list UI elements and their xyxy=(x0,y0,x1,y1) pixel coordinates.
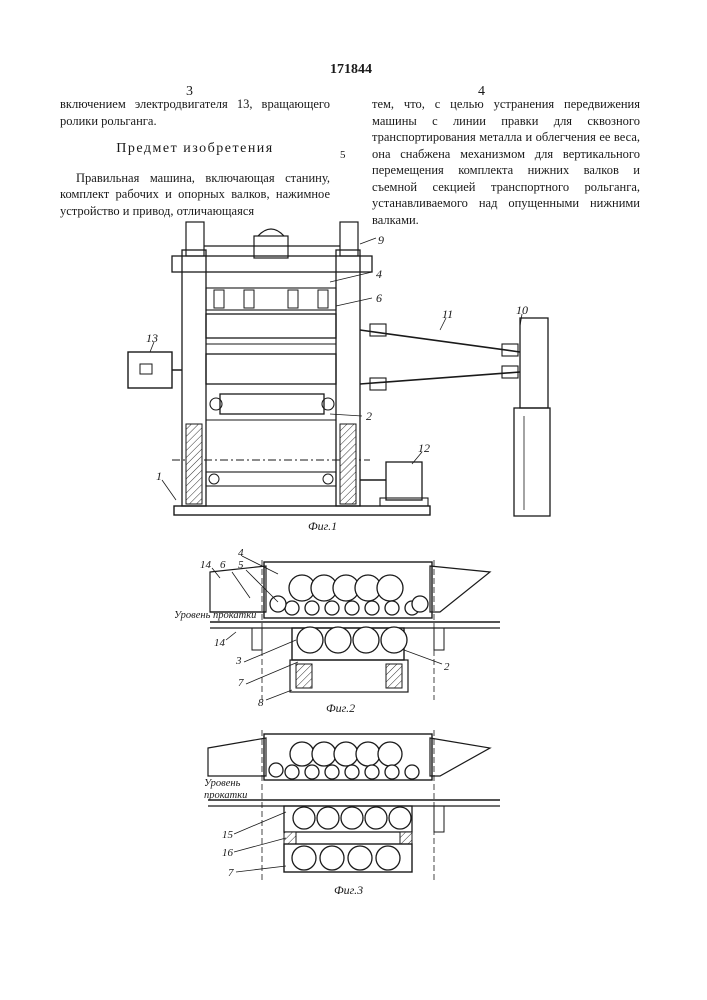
middle-roll xyxy=(206,354,336,384)
fig1-label-11: 11 xyxy=(442,307,453,321)
gear-stand-10 xyxy=(520,318,548,408)
figure-3-caption: Фиг.3 xyxy=(334,883,363,897)
figure-3-labels: Уровень прокатки 15 16 7 xyxy=(204,778,247,879)
left-screw-housing xyxy=(186,222,204,256)
fig1-label-9: 9 xyxy=(378,233,384,247)
fig3-label-7: 7 xyxy=(228,867,234,879)
base-plate xyxy=(174,506,430,515)
fig2-label-3: 3 xyxy=(235,655,242,667)
fig2-label-7: 7 xyxy=(238,677,244,689)
fig2-label-14-bottom: 14 xyxy=(214,637,226,649)
top-gearbox xyxy=(254,236,288,258)
fig1-label-13: 13 xyxy=(146,331,158,345)
figure-2 xyxy=(210,560,500,700)
figure-1-labels: 9 4 6 11 10 13 2 12 1 xyxy=(146,233,528,483)
fig2-label-14-top: 14 xyxy=(200,559,212,571)
fig3-label-16: 16 xyxy=(222,847,234,859)
motor-12 xyxy=(386,462,422,500)
figure-1 xyxy=(128,222,550,516)
upper-roll xyxy=(206,314,336,338)
fig2-label-4: 4 xyxy=(238,547,244,559)
fig2-level-label: Уровень прокатки xyxy=(174,610,256,621)
fig1-label-6: 6 xyxy=(376,291,382,305)
fig1-label-10: 10 xyxy=(516,303,528,317)
lower-roll xyxy=(220,394,324,414)
fig1-label-4: 4 xyxy=(376,267,382,281)
figure-3 xyxy=(208,730,500,880)
fig1-label-2: 2 xyxy=(366,409,372,423)
figure-1-caption: Фиг.1 xyxy=(308,519,337,533)
fig2-label-8: 8 xyxy=(258,697,264,709)
fig2-label-6: 6 xyxy=(220,559,226,571)
fig3-level-label-line2: прокатки xyxy=(204,790,247,801)
fig3-level-label-line1: Уровень xyxy=(204,778,241,789)
fig3-label-15: 15 xyxy=(222,829,234,841)
right-screw-housing xyxy=(340,222,358,256)
fig1-label-12: 12 xyxy=(418,441,430,455)
motor-13 xyxy=(128,352,172,388)
figure-2-caption: Фиг.2 xyxy=(326,701,355,715)
spindle-upper xyxy=(360,330,520,352)
fig2-label-2: 2 xyxy=(444,661,450,673)
fig1-label-1: 1 xyxy=(156,469,162,483)
fig2-label-5: 5 xyxy=(238,559,244,571)
